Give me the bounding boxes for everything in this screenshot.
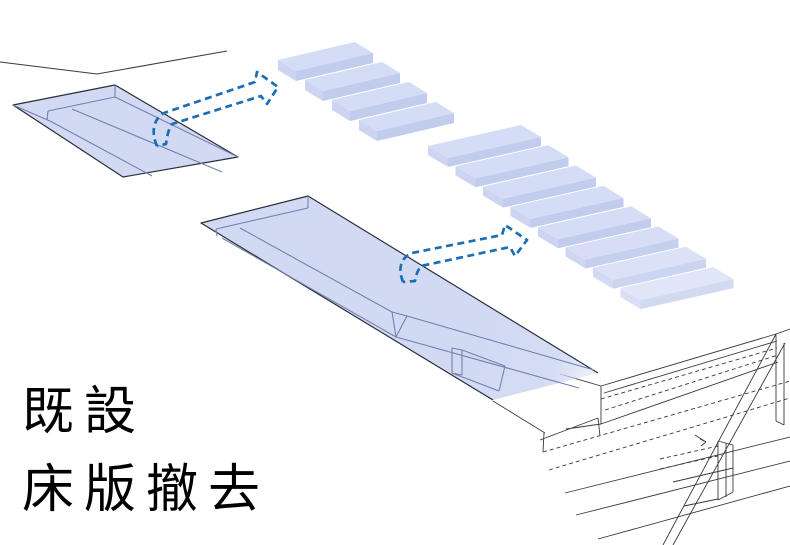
caption-line-2: 床版撤去 (22, 462, 271, 519)
remaining-deck-edge-lines (12, 85, 239, 177)
removed-slab-stack-lower (428, 125, 734, 310)
slab-piece (620, 267, 734, 310)
remaining-deck-panel (12, 84, 239, 178)
deck-slab-curb-lines (215, 196, 595, 392)
slab-piece (565, 226, 679, 269)
slab-piece (483, 165, 596, 208)
caption-line-1: 既設 (22, 384, 147, 441)
removed-slab-stack-upper (278, 42, 454, 141)
deck-slab-being-removed (200, 195, 599, 401)
removal-arrow-upper (152, 70, 280, 148)
deck-slab-surface (201, 196, 598, 400)
slab-piece (359, 102, 454, 141)
slab-piece (538, 206, 651, 249)
slab-piece (510, 185, 624, 228)
bridge-girder-wireframe (492, 328, 790, 545)
slab-piece (455, 145, 569, 188)
slab-piece (278, 42, 373, 81)
slab-piece (593, 246, 706, 289)
slab-piece (332, 82, 427, 121)
removal-arrow-lower (399, 223, 529, 284)
ground-edge-line (0, 50, 228, 75)
slab-piece (305, 62, 400, 101)
caption: 既設 床版撤去 (22, 374, 270, 530)
slab-piece (428, 125, 541, 167)
